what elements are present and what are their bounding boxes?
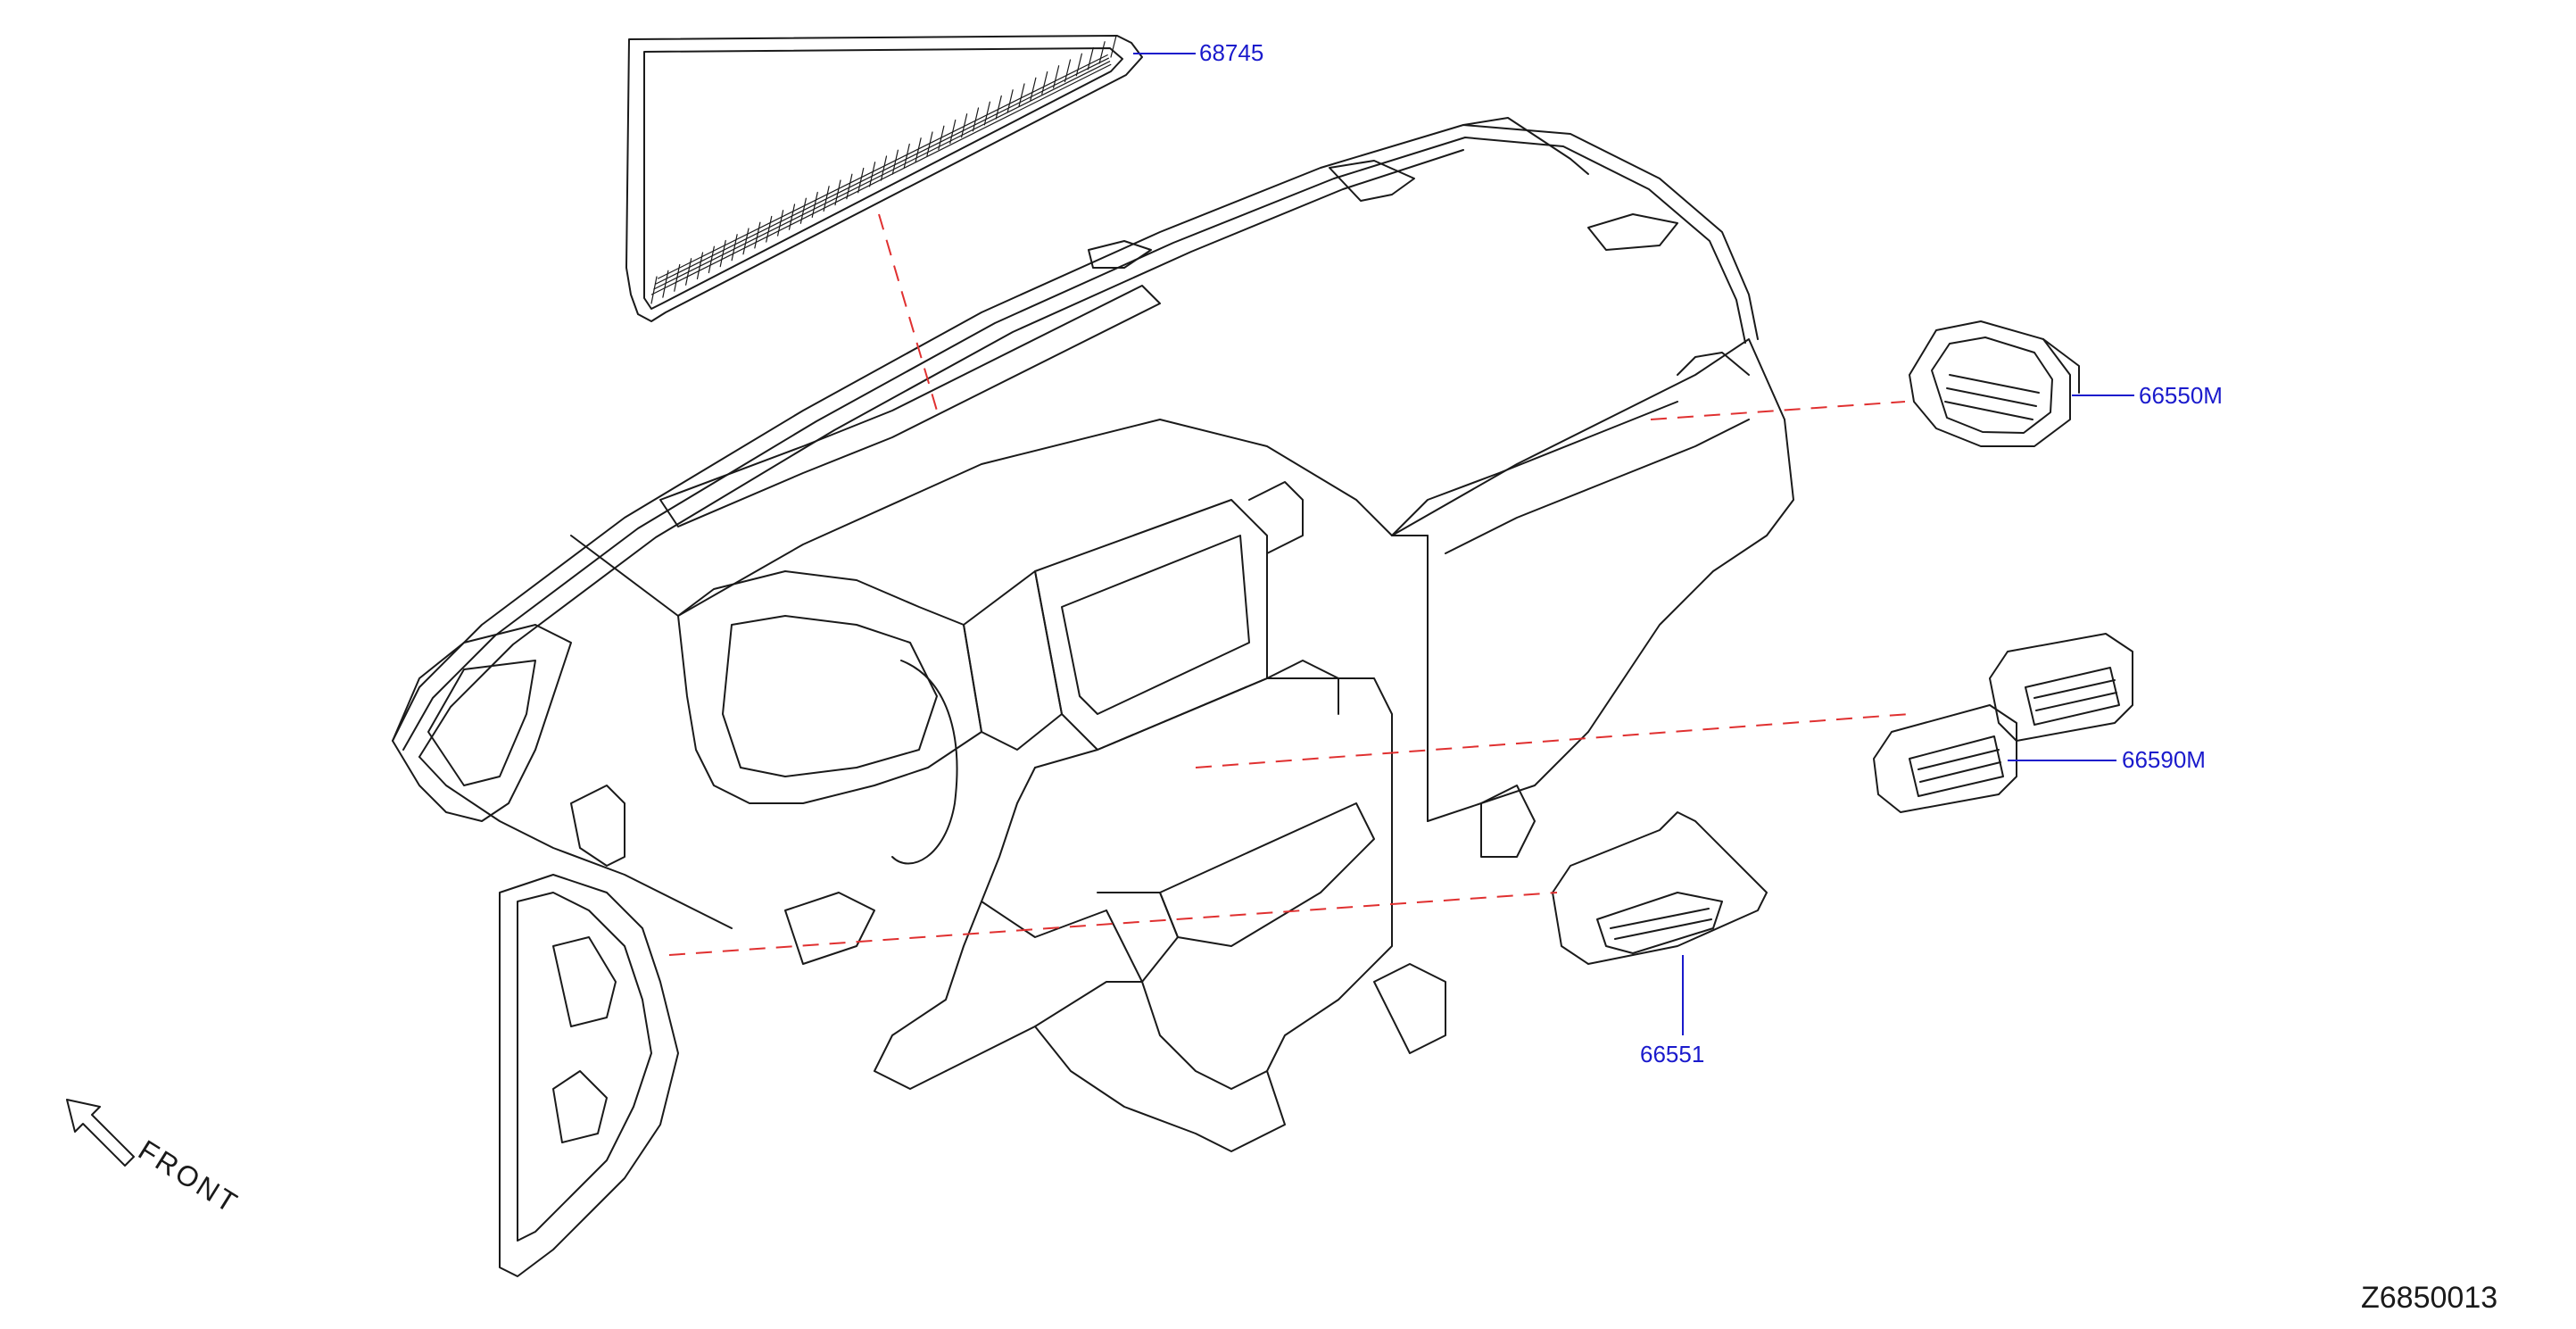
grille-rib (662, 270, 669, 298)
diagram-id: Z6850013 (2361, 1281, 2498, 1315)
grille-rib (1075, 53, 1082, 77)
relation-lines (668, 213, 1910, 956)
part-number-68745: 68745 (1199, 39, 1264, 66)
side-vent-66550M (1909, 320, 2080, 447)
grille-rib (650, 63, 1112, 295)
grille-rib (995, 95, 1002, 120)
grille-rib (653, 61, 1111, 290)
grille-rib (857, 167, 865, 194)
grille-rib (846, 173, 853, 200)
grille-rib (742, 228, 750, 255)
grille-rib (869, 162, 876, 187)
grille-rib (880, 155, 888, 181)
grille-rib (983, 101, 990, 126)
front-arrow-icon (66, 1099, 135, 1167)
grille-rib (1110, 35, 1117, 58)
grille-rib (1087, 46, 1094, 71)
grille-rib (972, 107, 980, 132)
grille-rib (766, 215, 773, 243)
lower-finisher-66551 (1552, 811, 1768, 965)
part-number-66551: 66551 (1640, 1041, 1705, 1067)
grille-rib (754, 221, 761, 249)
leader-lines (1133, 53, 2134, 1035)
instrument-panel (392, 117, 1794, 1277)
grille-rib (657, 54, 1108, 279)
grille-rib (891, 149, 899, 175)
center-vents-66590M (1873, 633, 2133, 813)
grille-rib (1098, 41, 1106, 64)
part-number-66550M: 66550M (2139, 382, 2223, 409)
grille-rib (1006, 89, 1014, 113)
grille-rib (961, 113, 968, 138)
grille-rib (650, 276, 658, 304)
grille-rib (1053, 65, 1060, 89)
grille-rib (655, 57, 1110, 285)
part-number-66590M: 66590M (2122, 746, 2206, 773)
grille-rib (1064, 59, 1072, 83)
defroster-grille (625, 35, 1143, 322)
grille-rib (731, 234, 738, 262)
